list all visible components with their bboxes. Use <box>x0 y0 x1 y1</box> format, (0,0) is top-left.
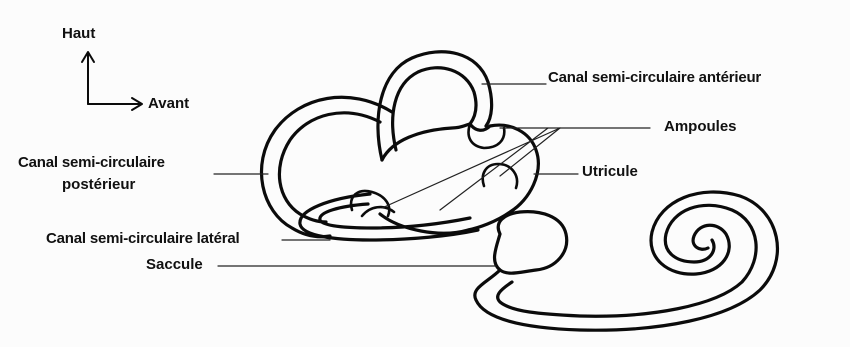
up-label: Haut <box>62 25 95 43</box>
posterior-canal <box>261 97 392 236</box>
posterior-canal-label-line1: Canal semi-circulaire <box>18 154 165 172</box>
utricle-body <box>380 124 538 233</box>
utricle-label: Utricule <box>582 163 638 181</box>
saccule-body <box>495 212 567 274</box>
ampullae-label: Ampoules <box>664 118 737 136</box>
orientation-arrows <box>82 52 142 110</box>
saccule <box>495 212 567 274</box>
leader-ampoules-d <box>440 128 548 210</box>
leader-ampoules-c <box>500 128 560 176</box>
posterior-canal-label-line2: postérieur <box>62 176 135 194</box>
saccule-label: Saccule <box>146 256 203 274</box>
forward-label: Avant <box>148 95 189 113</box>
lateral-canal-label: Canal semi-circulaire latéral <box>46 230 239 248</box>
anterior-canal-label: Canal semi-circulaire antérieur <box>548 69 761 87</box>
cochlea-inner <box>498 205 756 316</box>
